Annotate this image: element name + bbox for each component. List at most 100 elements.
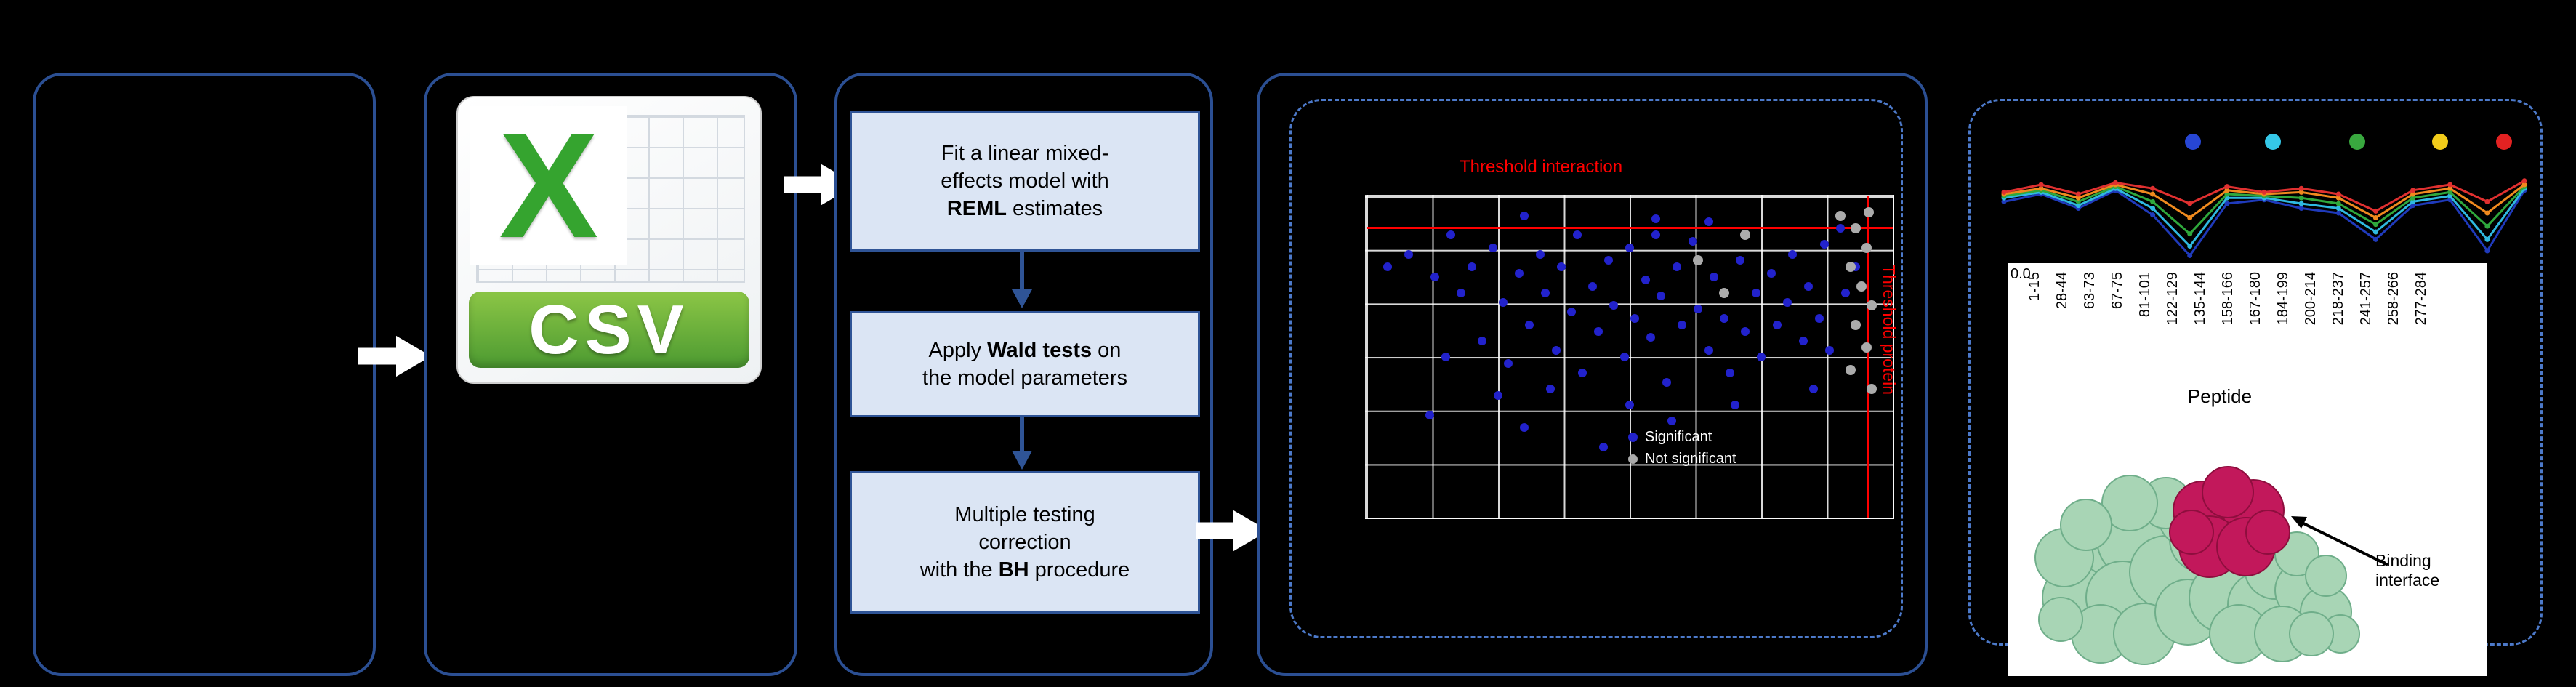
protein-structure: [2034, 466, 2388, 665]
profile-series-marker: [2150, 212, 2156, 218]
scatter-point: [1667, 417, 1676, 426]
profile-series-marker: [2150, 198, 2156, 204]
legend-dot-icon: [1628, 433, 1638, 442]
scatter-point: [1499, 297, 1508, 307]
threshold-protein-line: [1866, 196, 1869, 518]
scatter-point: [1520, 423, 1529, 433]
scatter-point: [1688, 236, 1697, 246]
scatter-point: [1551, 346, 1561, 355]
scatter-point: [1457, 288, 1466, 297]
profile-series-marker: [2298, 206, 2304, 211]
scatter-point: [1535, 249, 1545, 259]
scatter-point: [1846, 364, 1856, 375]
scatter-point: [1504, 358, 1513, 368]
scatter-point: [1678, 320, 1687, 329]
profile-series-marker: [2001, 198, 2007, 204]
condition-legend-dot-icon: [2185, 134, 2201, 150]
scatter-point: [1736, 256, 1745, 265]
scatter-legend-item: Not significant: [1628, 451, 1736, 467]
scatter-point: [1861, 242, 1872, 253]
scatter-point: [1604, 256, 1614, 265]
excel-x-letter: X: [499, 102, 599, 269]
scatter-point: [1425, 410, 1434, 419]
scatter-point: [1788, 249, 1798, 259]
condition-legend-dot-icon: [2496, 134, 2512, 150]
profile-series-marker: [2298, 201, 2304, 206]
profile-series-marker: [2187, 244, 2193, 249]
peptide-tick-label: 67-75: [2109, 272, 2125, 310]
scatter-point: [1835, 224, 1845, 233]
profile-series-marker: [2150, 191, 2156, 197]
scatter-point: [1541, 288, 1550, 297]
peptide-tick-label: 200-214: [2303, 272, 2319, 326]
scatter-point: [1625, 243, 1634, 252]
profile-series-marker: [2261, 189, 2267, 195]
scatter-point: [1751, 288, 1760, 297]
scatter-point: [1851, 223, 1861, 234]
profile-series-marker: [2335, 206, 2341, 211]
panel-1: [33, 73, 376, 676]
peptide-tick-label: 167-180: [2247, 272, 2263, 326]
scatter-point: [1546, 385, 1555, 394]
profile-series-marker: [2224, 188, 2230, 193]
y-axis-tick-label: 0.0: [2011, 266, 2031, 282]
scatter-point: [1651, 214, 1661, 223]
profile-series-marker: [2484, 210, 2490, 216]
profile-series-marker: [2410, 191, 2416, 197]
arrow-down-icon: [1012, 250, 1032, 308]
profile-series-marker: [2187, 253, 2193, 258]
threshold-interaction-label: Threshold interaction: [1459, 157, 1623, 177]
scatter-point: [1693, 255, 1704, 266]
profile-series-marker: [2335, 201, 2341, 206]
scatter-point: [1719, 287, 1730, 298]
condition-legend-dot-icon: [2432, 134, 2448, 150]
scatter-point: [1772, 320, 1782, 329]
legend-dot-icon: [1628, 454, 1638, 464]
profile-series-marker: [2372, 222, 2378, 228]
peptide-tick-label: 158-166: [2220, 272, 2236, 326]
scatter-point: [1619, 353, 1629, 361]
profile-series-marker: [2224, 201, 2230, 206]
profile-series-marker: [2484, 198, 2490, 204]
scatter-point: [1783, 297, 1792, 307]
profile-series-marker: [2075, 191, 2081, 197]
csv-x-backdrop: [470, 105, 627, 266]
scatter-point: [1856, 281, 1867, 292]
scatter-point: [1864, 207, 1875, 218]
profile-series-marker: [2038, 182, 2044, 188]
peptide-tick-label: 241-257: [2358, 272, 2374, 326]
profile-series-marker: [2484, 236, 2490, 242]
scatter-point: [1846, 262, 1856, 273]
scatter-point: [1441, 353, 1450, 361]
peptide-tick-label: 28-44: [2054, 272, 2070, 310]
profile-series-marker: [2075, 195, 2081, 201]
scatter-point: [1598, 442, 1608, 451]
scatter-point: [1673, 262, 1682, 272]
volcano-dashed-frame: [1289, 99, 1903, 638]
csv-banner-label: CSV: [468, 291, 750, 369]
peptide-tick-label: 63-73: [2082, 272, 2098, 310]
profile-series-marker: [2521, 178, 2527, 184]
profile-series-marker: [2335, 210, 2341, 216]
profile-series-marker: [2372, 215, 2378, 220]
scatter-point: [1630, 313, 1640, 323]
scatter-point: [1404, 249, 1413, 259]
condition-legend-dot-icon: [2349, 134, 2365, 150]
scatter-point: [1567, 308, 1577, 317]
scatter-legend-item: Significant: [1628, 429, 1736, 446]
profile-series-marker: [2001, 189, 2007, 195]
scatter-point: [1814, 313, 1824, 323]
scatter-point: [1825, 346, 1835, 355]
scatter-point: [1467, 262, 1476, 272]
scatter-point: [1694, 304, 1703, 313]
scatter-point: [1657, 292, 1666, 301]
profile-series-marker: [2150, 185, 2156, 191]
scatter-point: [1609, 301, 1619, 310]
scatter-point: [1556, 262, 1566, 272]
profile-series-marker: [2410, 203, 2416, 209]
scatter-point: [1446, 230, 1455, 240]
scatter-point: [1851, 319, 1861, 330]
